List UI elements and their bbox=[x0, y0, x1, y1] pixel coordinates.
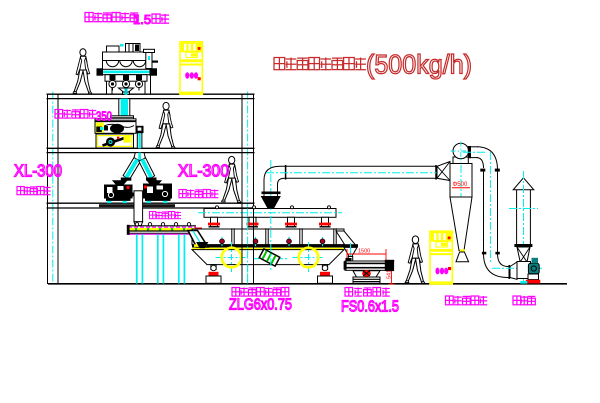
svg-text:1.5: 1.5 bbox=[133, 12, 151, 27]
svg-text:XL-300: XL-300 bbox=[14, 161, 62, 181]
svg-text:XL-300: XL-300 bbox=[178, 161, 229, 181]
svg-text:(500kg/h): (500kg/h) bbox=[366, 50, 472, 80]
svg-text:Φ500: Φ500 bbox=[453, 182, 468, 188]
svg-text:ZLG6x0.75: ZLG6x0.75 bbox=[229, 297, 292, 314]
svg-text:350: 350 bbox=[96, 109, 112, 124]
svg-text:541: 541 bbox=[387, 270, 393, 279]
svg-text:1500: 1500 bbox=[358, 249, 370, 255]
svg-text:FS0.6x1.5: FS0.6x1.5 bbox=[341, 299, 399, 316]
